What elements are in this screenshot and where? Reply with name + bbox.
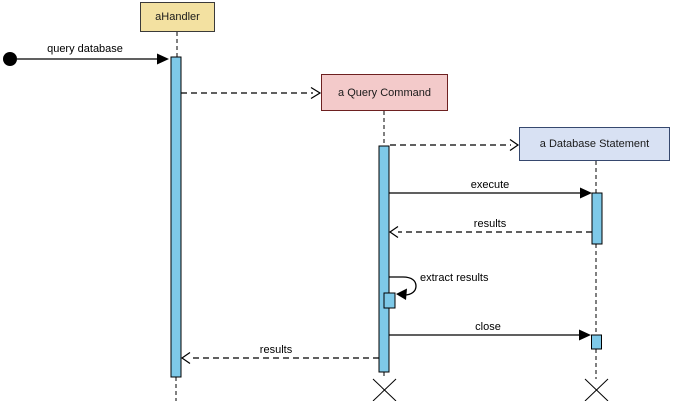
destroy-x-icon-query-command xyxy=(372,378,397,401)
destroy-x-icon-db-statement xyxy=(584,378,609,401)
activation-bar-query-command xyxy=(378,145,390,373)
lifeline-label-ahandler: aHandler xyxy=(155,11,200,23)
arrowhead-close xyxy=(579,329,591,341)
arrowhead-extract-results xyxy=(396,288,407,300)
lifeline-label-query-command: a Query Command xyxy=(338,86,431,99)
message-label-execute: execute xyxy=(470,179,510,191)
activation-bar-ahandler xyxy=(170,56,182,378)
message-label-results-2: results xyxy=(259,344,293,356)
message-label-results-1: results xyxy=(473,218,507,230)
arrowhead-query-database xyxy=(157,53,169,65)
activation-bar-db-statement-2 xyxy=(591,334,602,350)
lifeline-label-database-statement: a Database Statement xyxy=(539,138,650,150)
lifeline-head-database-statement: a Database Statement xyxy=(519,127,670,161)
message-label-close: close xyxy=(475,321,501,333)
self-message-loop-extract-results xyxy=(389,276,417,296)
activation-bar-query-command-nested xyxy=(383,292,396,309)
activation-bar-db-statement-1 xyxy=(591,192,603,245)
arrowhead-execute xyxy=(580,187,592,199)
arrowhead-create-db-statement xyxy=(509,139,520,151)
message-label-query-database: query database xyxy=(47,43,123,55)
initial-node xyxy=(3,52,17,66)
arrowhead-results-1 xyxy=(388,226,399,238)
arrowhead-create-query-command xyxy=(310,86,322,100)
lifeline-head-query-command: a Query Command xyxy=(321,74,448,111)
lifeline-head-ahandler: aHandler xyxy=(140,2,215,32)
message-label-extract-results: extract results xyxy=(420,272,489,284)
arrowhead-results-2 xyxy=(180,352,191,364)
